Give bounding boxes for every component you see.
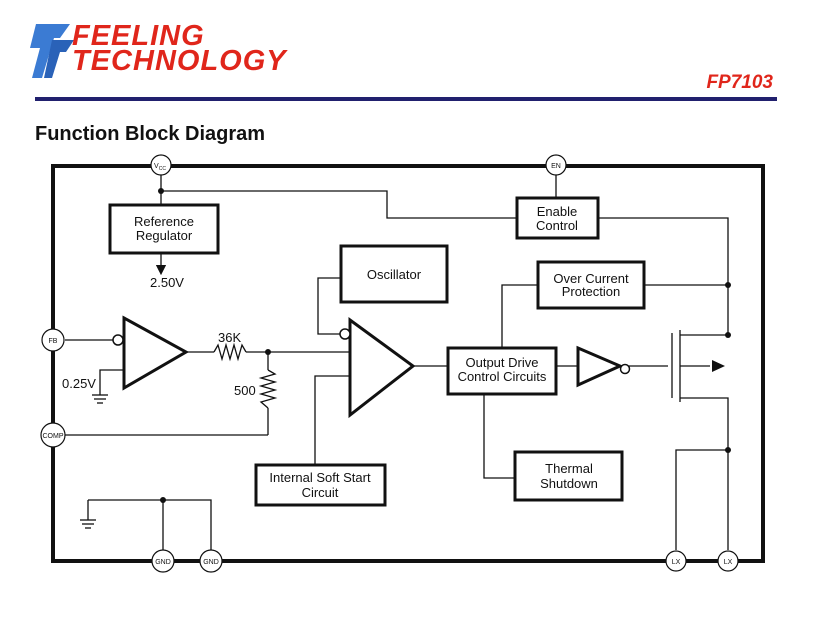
pin-vcc-label: VCC [154,163,166,172]
package-outline [51,164,765,563]
enable-control-block [515,196,600,240]
pin-gnd-2-label: GND [203,559,219,566]
error-amp-invert-bubble [112,334,124,346]
thermal-shutdown-label-2: Shutdown [540,476,598,491]
output-drive-block [446,346,558,396]
enable-control-label-2: Control [536,218,578,233]
enable-control-label-1: Enable [537,204,577,219]
resistor-500-label: 500 [234,383,256,398]
pin-vcc [150,154,172,176]
ocp-label-1: Over Current [553,271,629,286]
ref-voltage-label: 2.50V [150,275,184,290]
pin-en-label: EN [551,163,561,170]
header-rule [35,97,777,101]
pwm-comparator [348,317,416,419]
pin-gnd-2 [199,549,223,573]
pin-gnd-1-label: GND [155,559,171,566]
pin-fb-label: FB [49,338,58,345]
reference-regulator-block [108,203,220,255]
brand-name-line1: FEELING [72,20,205,52]
thermal-shutdown-label-1: Thermal [545,461,593,476]
oscillator-block [339,244,449,304]
pin-gnd-1 [151,549,175,573]
feeling-technology-logo [30,24,74,78]
pin-lx-2 [717,550,739,572]
soft-start-block [254,463,387,507]
oscillator-label: Oscillator [367,267,422,282]
pin-comp-label: COMP [43,433,64,440]
brand-name-line2: TECHNOLOGY [72,45,287,77]
over-current-protection-block [536,260,646,310]
pin-comp [40,422,66,448]
resistor-36k [213,342,247,362]
soft-start-label-1: Internal Soft Start [269,470,371,485]
error-amplifier [122,315,190,391]
pin-fb [41,328,65,352]
junction-dots [158,188,731,503]
thermal-shutdown-block [513,450,624,502]
resistor-36k-label: 36K [218,330,241,345]
reference-regulator-label-1: Reference [134,214,194,229]
output-drive-label-2: Control Circuits [458,369,547,384]
pin-lx-1 [665,550,687,572]
fb-ref-voltage-label: 0.25V [62,376,96,391]
driver-invert-bubble [619,363,631,375]
section-title: Function Block Diagram [35,123,266,145]
part-number: FP7103 [706,72,773,93]
gate-driver [576,345,624,388]
soft-start-label-2: Circuit [302,485,339,500]
pin-lx-2-label: LX [724,559,733,566]
comparator-bubble [339,328,351,340]
resistor-500 [258,369,278,409]
output-drive-label-1: Output Drive [466,355,539,370]
mosfet-arrow-icon [712,360,725,372]
pin-en [545,154,567,176]
reference-regulator-label-2: Regulator [136,228,193,243]
ocp-label-2: Protection [562,284,621,299]
pin-lx-1-label: LX [672,559,681,566]
